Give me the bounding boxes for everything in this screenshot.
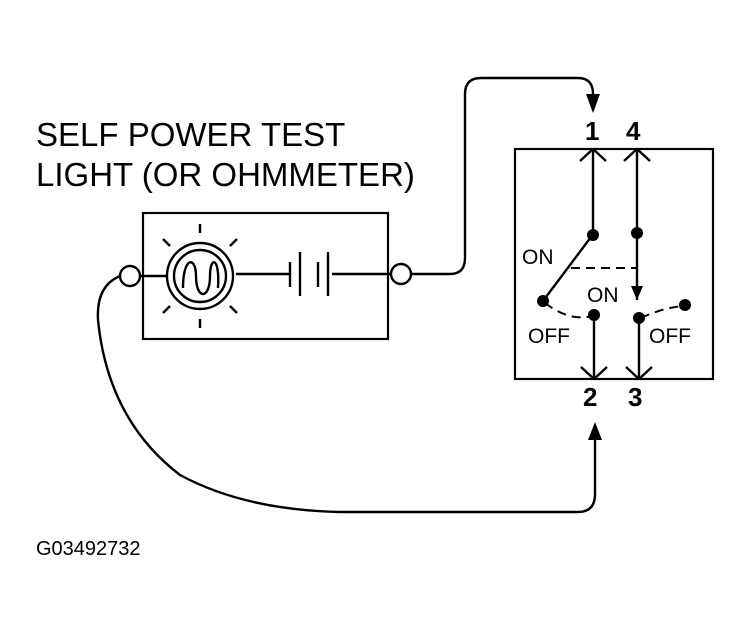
- right-on-label: ON: [587, 284, 619, 307]
- left-test-terminal: [118, 264, 142, 288]
- switch-pole-4: [623, 148, 651, 300]
- battery-icon: [288, 252, 330, 296]
- switch-box: [513, 147, 715, 381]
- test-light-unit: [118, 211, 413, 341]
- switch-contact-2: [580, 309, 608, 380]
- terminal-2-label: 2: [583, 382, 597, 412]
- lead-to-terminal-1: [411, 76, 595, 276]
- bulb-icon: [162, 224, 238, 328]
- right-off-label: OFF: [649, 325, 691, 348]
- switch-contact-3: [625, 299, 691, 380]
- arrow-into-terminal-2: [588, 422, 602, 440]
- title-line-1: SELF POWER TEST: [36, 116, 345, 153]
- right-off-dashed-path: [640, 305, 684, 319]
- lead-to-terminal-2: [96, 274, 597, 514]
- test-light-box: [141, 211, 390, 341]
- terminal-1-label: 1: [585, 116, 599, 146]
- terminal-4-label: 4: [626, 116, 641, 146]
- arrow-into-terminal-1: [586, 94, 600, 113]
- terminal-3-label: 3: [628, 382, 642, 412]
- left-off-label: OFF: [528, 325, 570, 348]
- left-on-label: ON: [522, 246, 554, 269]
- title-line-2: LIGHT (OR OHMMETER): [36, 156, 415, 193]
- right-test-terminal: [389, 262, 413, 286]
- figure-code: G03492732: [36, 538, 141, 560]
